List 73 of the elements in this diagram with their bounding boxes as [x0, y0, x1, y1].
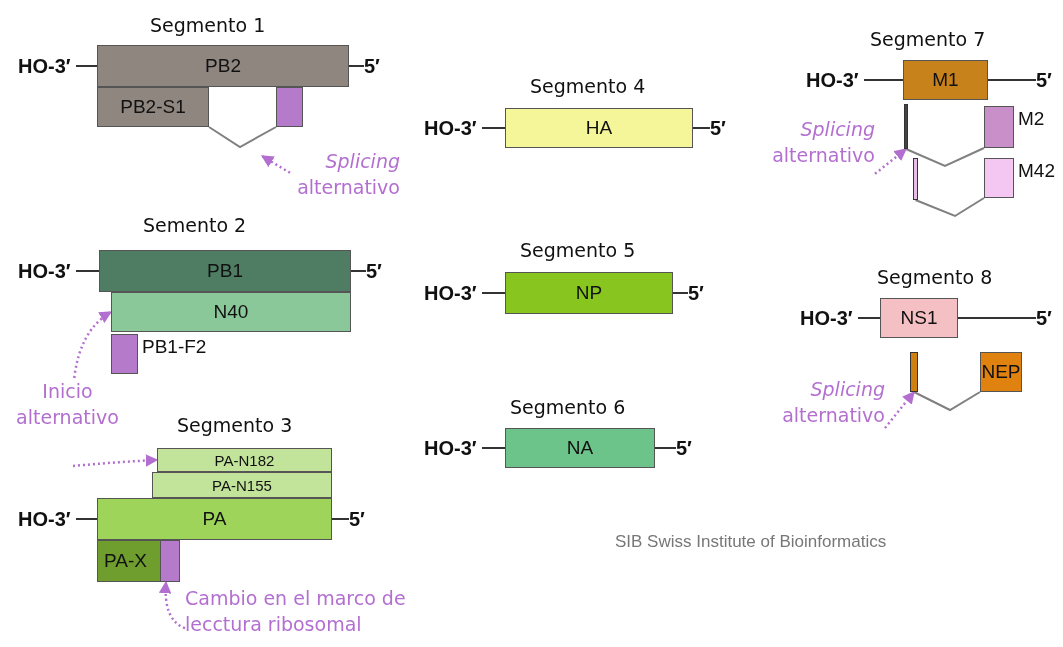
rna-strand-line	[857, 317, 881, 319]
protein-label: NP	[575, 282, 603, 304]
annotation-text: Cambio en el marco de lecctura ribosomal	[185, 585, 430, 645]
credit-text: SIB Swiss Institute of Bioinformatics	[615, 532, 887, 552]
dotted-arrow	[72, 454, 159, 468]
rna-strand-line	[481, 127, 506, 129]
strand-end-label: HO-3′	[18, 505, 76, 533]
protein-label: NS1	[900, 307, 938, 329]
dotted-arrow	[260, 154, 291, 174]
annotation-text: Splicing alternativo	[740, 116, 875, 184]
rna-strand-line	[863, 79, 904, 81]
strand-end-label: HO-3′	[800, 304, 858, 332]
strand-end-label: 5′	[1036, 66, 1058, 94]
dotted-arrow	[73, 310, 113, 379]
strand-end-label: 5′	[366, 257, 388, 285]
rna-strand-line	[692, 127, 711, 129]
rna-strand-line	[481, 447, 506, 449]
strand-end-label: 5′	[688, 279, 710, 307]
dotted-arrow	[884, 391, 915, 429]
protein-label: NA	[566, 437, 594, 459]
protein-label: PA	[202, 508, 227, 530]
protein-label: PB1	[207, 260, 243, 282]
protein-label: M42	[1018, 160, 1055, 182]
segment-title: Segmento 7	[870, 28, 986, 50]
annotation-text: Splicing alternativo	[752, 376, 885, 441]
protein-label: PA-N182	[214, 451, 275, 469]
segment-title: Segmento 6	[510, 396, 626, 418]
segment-title: Semento 2	[143, 214, 247, 236]
rna-strand-line	[75, 270, 100, 272]
protein-label: PA-X	[103, 550, 147, 572]
splice-line	[905, 147, 985, 168]
segment-title: Segmento 5	[520, 239, 636, 261]
strand-end-label: HO-3′	[424, 114, 482, 142]
strand-end-label: 5′	[676, 434, 698, 462]
rna-strand-line	[987, 79, 1037, 81]
protein-label: HA	[585, 117, 613, 139]
protein-label: N40	[213, 301, 249, 323]
segment-title: Segmento 8	[877, 266, 993, 288]
segment-title: Segmento 3	[177, 414, 293, 436]
rna-strand-line	[75, 65, 98, 67]
rna-strand-line	[350, 270, 367, 272]
strand-end-label: 5′	[349, 505, 371, 533]
strand-end-label: HO-3′	[18, 257, 76, 285]
segment-title: Segmento 4	[530, 75, 646, 97]
protein-label: PB2	[205, 55, 241, 77]
protein-label: PB1-F2	[142, 336, 207, 358]
strand-end-label: HO-3′	[806, 66, 864, 94]
strand-end-label: HO-3′	[424, 434, 482, 462]
annotation-text: Inicio alternativo	[0, 378, 135, 438]
splice-line	[208, 126, 277, 149]
protein-label: PA-N155	[212, 476, 272, 494]
rna-strand-line	[654, 447, 677, 449]
protein-label: PB2-S1	[120, 96, 186, 118]
protein-label: M2	[1018, 108, 1045, 130]
rna-strand-line	[957, 317, 1037, 319]
strand-end-label: HO-3′	[18, 52, 76, 80]
strand-end-label: 5′	[1036, 304, 1058, 332]
splice-line	[914, 197, 985, 218]
segment-title: Segmento 1	[150, 14, 266, 36]
splice-line	[913, 391, 981, 412]
protein-label: M1	[932, 69, 959, 91]
rna-strand-line	[348, 65, 365, 67]
rna-strand-line	[481, 292, 506, 294]
rna-strand-line	[672, 292, 689, 294]
protein-label: NEP	[981, 361, 1021, 383]
strand-end-label: HO-3′	[424, 279, 482, 307]
dotted-arrow	[874, 148, 907, 175]
dotted-arrow	[159, 580, 186, 630]
annotation-text: Splicing alternativo	[290, 148, 400, 210]
rna-strand-line	[331, 518, 350, 520]
rna-strand-line	[75, 518, 98, 520]
strand-end-label: 5′	[364, 52, 386, 80]
strand-end-label: 5′	[710, 114, 732, 142]
